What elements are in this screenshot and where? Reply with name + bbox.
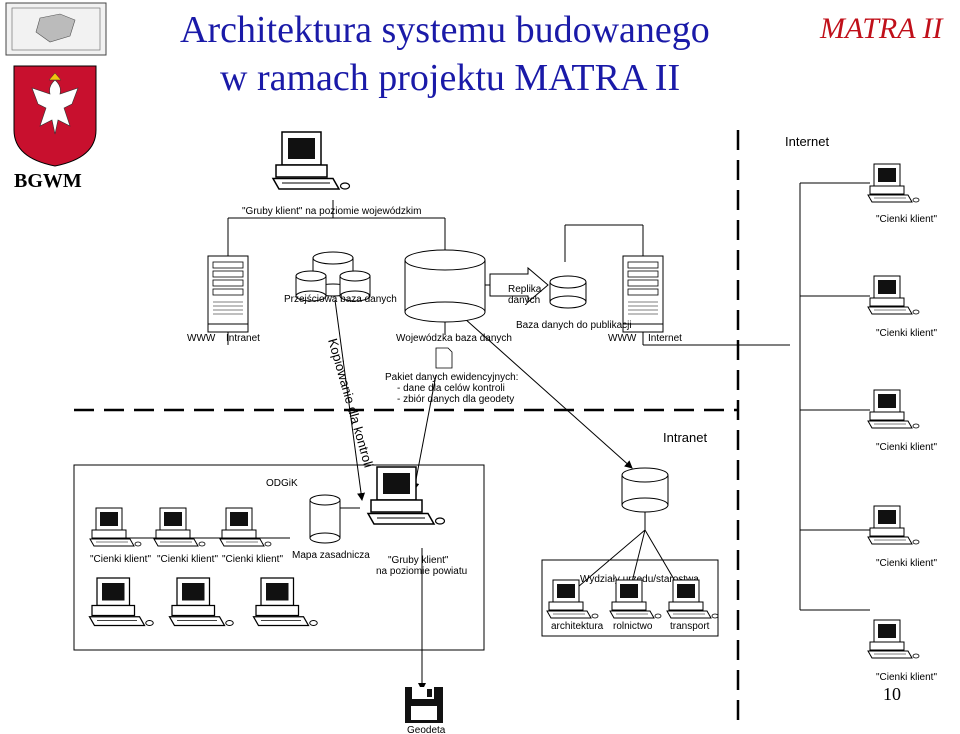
przejsciowa-baza-label: Przejściowa baza danych: [284, 294, 397, 305]
odgik-label: ODGiK: [266, 478, 298, 489]
cienki-klient-label: "Cienki klient": [876, 672, 937, 683]
desktop-computer-icon: [153, 507, 206, 547]
desktop-computer-icon: [88, 577, 154, 627]
geodeta-label: Geodeta: [407, 725, 446, 734]
emblem-icon: [13, 65, 97, 167]
desktop-computer-icon: [867, 619, 920, 659]
replika-label-1: Replika: [508, 284, 542, 295]
page-title-line1: Architektura systemu budowanego: [180, 9, 710, 51]
brand-label: MATRA II: [819, 12, 944, 45]
wojewodzka-baza-label: Wojewódzka baza danych: [396, 333, 512, 344]
architektura-label: architektura: [551, 621, 604, 632]
internet-zone-label: Internet: [785, 134, 829, 149]
desktop-computer-icon: [367, 466, 446, 525]
header-logo: [5, 2, 107, 56]
cienki-klient-label: "Cienki klient": [90, 554, 151, 565]
server-tower-icon: [207, 255, 249, 333]
wydzialy-box: [541, 559, 719, 637]
pakiet-label-2: - dane dla celów kontroli: [397, 383, 505, 394]
www-label-right: WWW: [608, 333, 637, 344]
pakiet-label-3: - zbiór danych dla geodety: [397, 394, 514, 405]
desktop-computer-icon: [867, 163, 920, 203]
gruby-klient-woj-label: "Gruby klient" na poziomie wojewódzkim: [242, 206, 421, 217]
intranet-zone-label: Intranet: [663, 430, 707, 445]
rolnictwo-label: rolnictwo: [613, 621, 653, 632]
kopiowanie-label: Kopiowanie dla kontroli: [325, 337, 376, 470]
internet-label-right: Internet: [648, 333, 682, 344]
www-label-left: WWW: [187, 333, 216, 344]
database-icon: [621, 467, 669, 513]
odgik-box: [73, 464, 485, 651]
desktop-computer-icon: [168, 577, 234, 627]
org-label: BGWM: [14, 170, 82, 192]
pakiet-label-1: Pakiet danych ewidencyjnych:: [385, 372, 518, 383]
desktop-computer-icon: [867, 505, 920, 545]
database-icon: [549, 275, 587, 309]
database-icon: [309, 494, 341, 544]
cienki-klient-label: "Cienki klient": [876, 442, 937, 453]
slide-number: 10: [883, 684, 901, 704]
desktop-computer-icon: [609, 579, 662, 619]
transport-label: transport: [670, 621, 710, 632]
desktop-computer-icon: [867, 275, 920, 315]
page-title-line2: w ramach projektu MATRA II: [220, 57, 680, 99]
desktop-computer-icon: [546, 579, 599, 619]
database-icon: [339, 270, 371, 302]
gruby-klient-pow-label-1: "Gruby klient": [388, 555, 449, 566]
desktop-computer-icon: [252, 577, 318, 627]
database-icon: [404, 249, 486, 323]
intranet-label-left: Intranet: [226, 333, 260, 344]
database-icon: [295, 270, 327, 302]
baza-publikacja-label: Baza danych do publikacji: [516, 320, 632, 331]
desktop-computer-icon: [219, 507, 272, 547]
cienki-klient-label: "Cienki klient": [876, 558, 937, 569]
desktop-computer-icon: [89, 507, 142, 547]
cienki-klient-label: "Cienki klient": [157, 554, 218, 565]
cienki-klient-label: "Cienki klient": [876, 214, 937, 225]
gruby-klient-pow-label-2: na poziomie powiatu: [376, 566, 467, 577]
document-icon: [435, 347, 453, 369]
floppy-disk-icon: [405, 687, 443, 723]
mapa-zasadnicza-label: Mapa zasadnicza: [292, 550, 370, 561]
cienki-klient-label: "Cienki klient": [876, 328, 937, 339]
desktop-computer-icon: [272, 131, 351, 190]
replika-arrow: [489, 266, 549, 304]
replika-label-2: danych: [508, 295, 540, 306]
cienki-klient-label: "Cienki klient": [222, 554, 283, 565]
desktop-computer-icon: [666, 579, 719, 619]
desktop-computer-icon: [867, 389, 920, 429]
